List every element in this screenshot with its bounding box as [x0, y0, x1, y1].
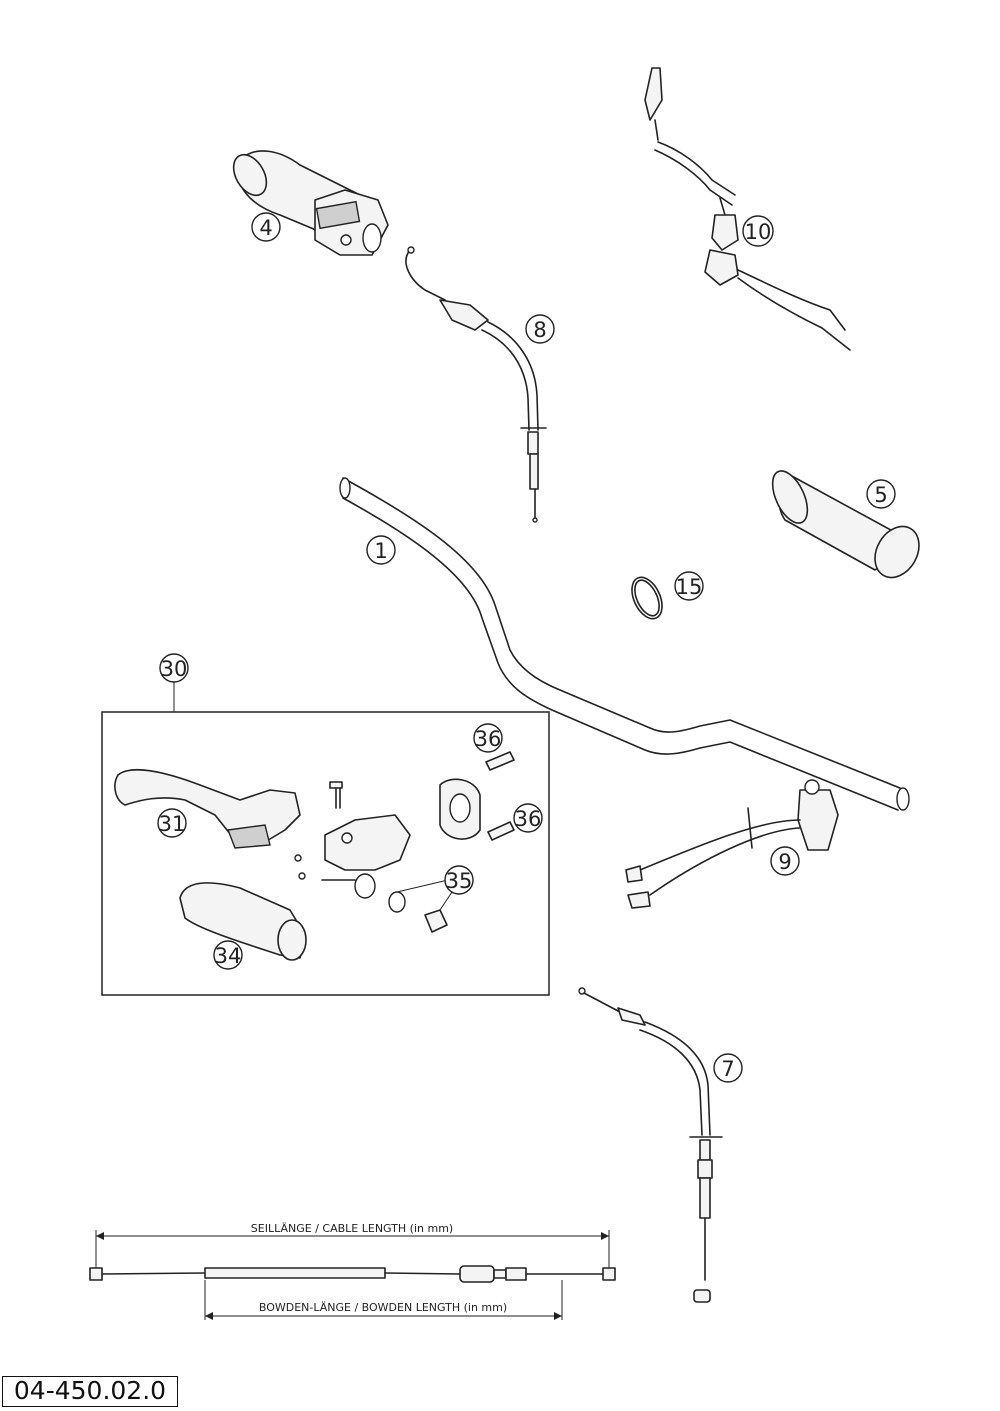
kill-switch-lanyard-part-10 [644, 67, 851, 351]
svg-text:4: 4 [259, 216, 272, 240]
svg-text:34: 34 [215, 944, 242, 968]
cable-length-label: SEILLÄNGE / CABLE LENGTH (in mm) [251, 1222, 453, 1235]
hose-clip-part-15 [631, 576, 663, 620]
bowden-cable-part-7 [578, 987, 723, 1303]
left-grip-part-5 [771, 470, 920, 579]
callout-1: 1 [366, 535, 396, 565]
lever-part-31 [114, 769, 301, 849]
callout-36b: 36 [513, 803, 543, 833]
callout-9: 9 [770, 846, 800, 876]
dust-boot-part-34 [179, 882, 307, 961]
diagram-id: 04-450.02.0 [2, 1376, 178, 1407]
callout-8: 8 [525, 314, 555, 344]
callout-31: 31 [157, 808, 187, 838]
callout-36a: 36 [473, 723, 503, 753]
throttle-cable-part-8 [405, 246, 547, 523]
clamp-half [439, 778, 481, 840]
callout-4: 4 [251, 212, 281, 242]
svg-text:36: 36 [475, 727, 502, 751]
cable-length-legend: SEILLÄNGE / CABLE LENGTH (in mm) BOWDEN-… [89, 1222, 616, 1320]
callout-35: 35 [444, 865, 474, 895]
svg-text:31: 31 [159, 812, 186, 836]
switch-part-9 [625, 779, 839, 909]
svg-text:7: 7 [721, 1057, 734, 1081]
svg-text:1: 1 [374, 539, 387, 563]
svg-text:35: 35 [446, 869, 473, 893]
callout-15: 15 [674, 571, 704, 601]
bowden-length-label: BOWDEN-LÄNGE / BOWDEN LENGTH (in mm) [259, 1301, 507, 1314]
svg-text:30: 30 [161, 657, 188, 681]
washer-screw-part-35 [388, 879, 453, 933]
callout-7: 7 [713, 1053, 743, 1083]
svg-text:10: 10 [745, 220, 772, 244]
svg-text:15: 15 [676, 575, 703, 599]
screw-part-36b [487, 821, 515, 841]
lever-bracket [294, 781, 411, 899]
callout-5: 5 [866, 479, 896, 509]
handlebar-part-1 [339, 477, 910, 811]
callout-10: 10 [742, 215, 774, 247]
callout-30: 30 [159, 653, 189, 712]
svg-text:8: 8 [533, 318, 546, 342]
svg-text:5: 5 [874, 483, 887, 507]
kit-30-box [101, 711, 550, 996]
screw-part-36a [485, 751, 515, 771]
throttle-grip-part-4 [232, 150, 389, 256]
callout-34: 34 [213, 940, 243, 970]
svg-text:36: 36 [515, 807, 542, 831]
svg-text:9: 9 [778, 850, 791, 874]
